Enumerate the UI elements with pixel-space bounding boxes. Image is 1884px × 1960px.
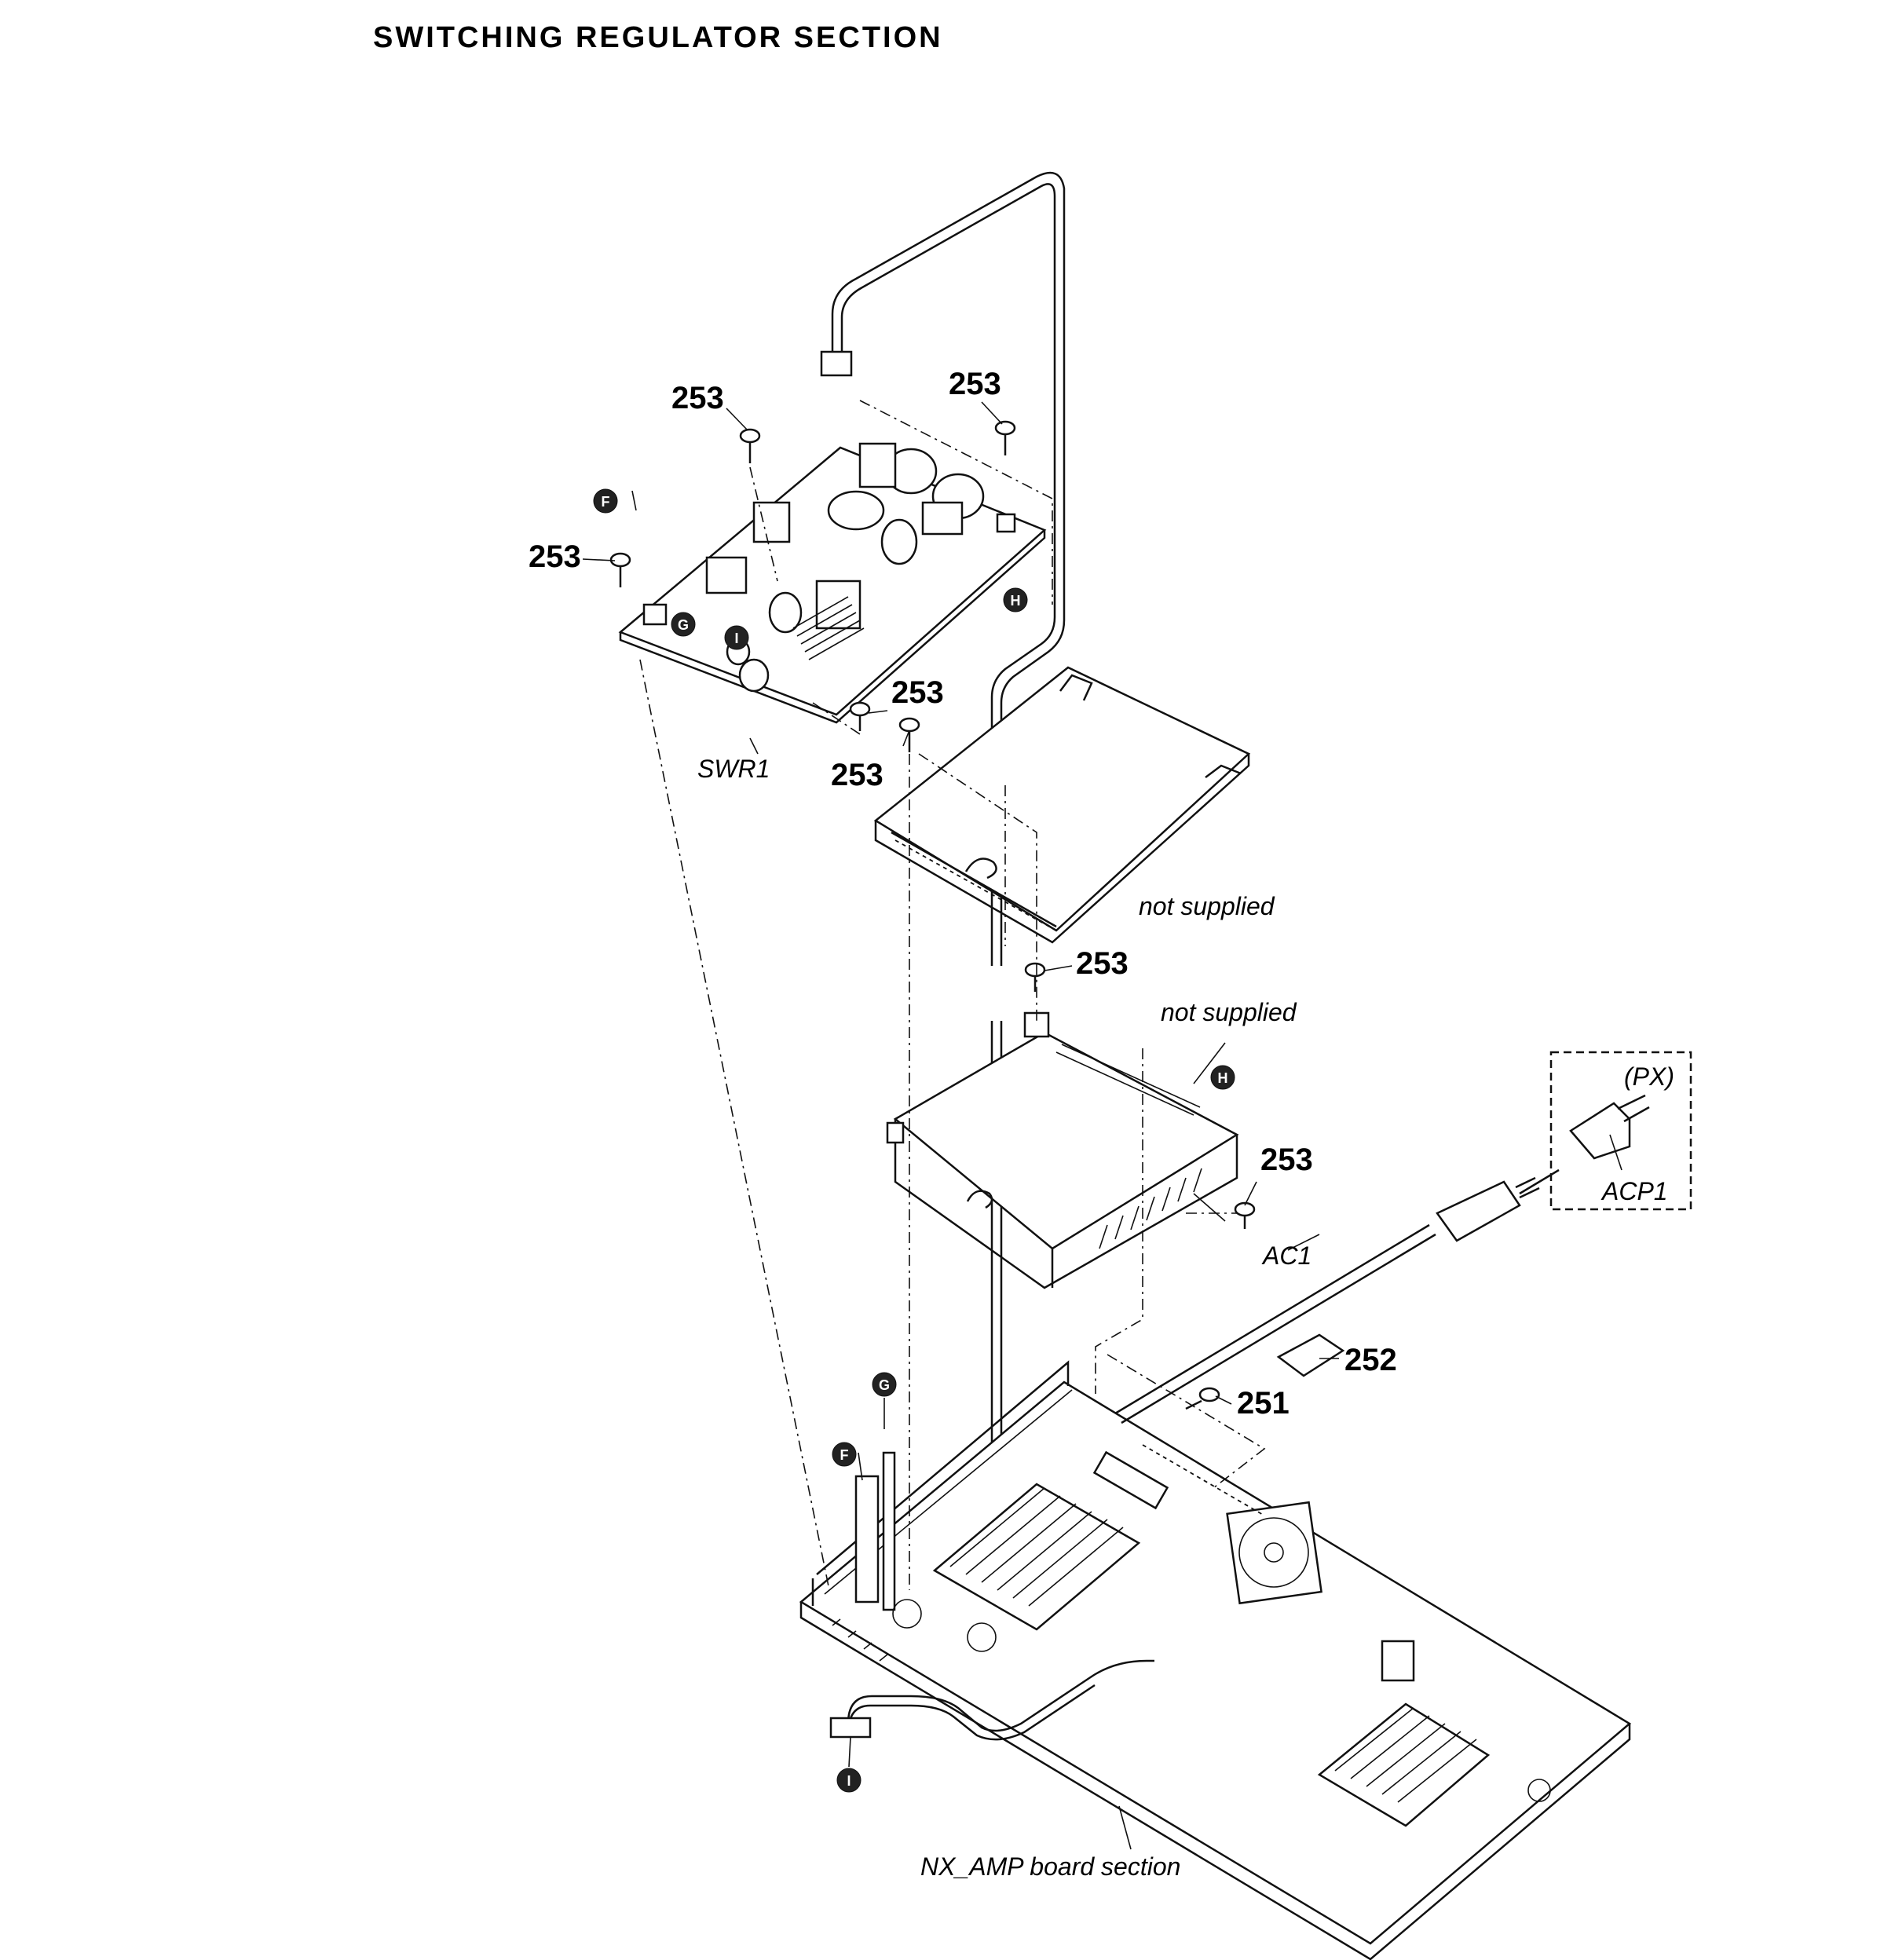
- alignment-lines: [639, 400, 1266, 1590]
- callout-253: 253: [891, 675, 944, 710]
- marker-i-top: I: [724, 625, 749, 650]
- callout-252: 252: [1344, 1343, 1397, 1377]
- connection-markers: F G I H H G F I: [593, 488, 1235, 1793]
- label-acp1: ACP1: [1600, 1177, 1668, 1205]
- section-title: SWITCHING REGULATOR SECTION: [373, 21, 943, 54]
- marker-f-top: F: [593, 488, 618, 514]
- screw: [1024, 962, 1046, 992]
- acp1-adaptor: [1549, 1051, 1692, 1211]
- marker-h-mid: H: [1210, 1065, 1235, 1090]
- label-nx-amp: NX_AMP board section: [920, 1852, 1180, 1881]
- callout-251: 251: [1237, 1386, 1290, 1421]
- leader-lines: [582, 401, 1622, 1850]
- svg-text:F: F: [602, 494, 610, 510]
- chassis: [799, 1360, 1632, 1960]
- cable-connector: [820, 350, 853, 377]
- marker-i-bottom: I: [836, 1768, 862, 1793]
- svg-text:H: H: [1218, 1070, 1228, 1086]
- upper-bracket: [873, 666, 1251, 944]
- screws: [609, 420, 1256, 1410]
- lower-bracket: [886, 1011, 1239, 1289]
- label-px: (PX): [1624, 1062, 1674, 1091]
- svg-text:I: I: [847, 1773, 851, 1789]
- marker-f-bottom: F: [832, 1442, 857, 1467]
- screw: [609, 552, 631, 587]
- svg-text:G: G: [879, 1377, 890, 1393]
- screw: [1234, 1201, 1256, 1229]
- callout-253: 253: [671, 381, 724, 415]
- ac-cord: [1114, 1168, 1560, 1424]
- marker-g-bottom: G: [872, 1372, 897, 1397]
- marker-g-top: G: [671, 612, 696, 637]
- callout-253: 253: [1076, 946, 1129, 981]
- part-labels: SWR1 not supplied not supplied (PX) ACP1…: [697, 755, 1674, 1881]
- screw: [994, 420, 1016, 455]
- svg-text:G: G: [678, 617, 689, 633]
- screw: [739, 428, 761, 463]
- label-not-supplied: not supplied: [1139, 892, 1275, 920]
- svg-text:I: I: [734, 631, 738, 646]
- callout-numbers: 253 253 253 253 253 253 253 252 251: [529, 367, 1397, 1421]
- marker-h-top: H: [1003, 587, 1028, 612]
- screw: [898, 717, 920, 752]
- callout-253: 253: [949, 367, 1001, 401]
- callout-253: 253: [529, 539, 581, 574]
- label-ac1: AC1: [1261, 1241, 1311, 1270]
- callout-253: 253: [831, 758, 883, 792]
- svg-text:H: H: [1011, 593, 1021, 609]
- label-not-supplied: not supplied: [1161, 998, 1297, 1026]
- label-swr1: SWR1: [697, 755, 770, 783]
- callout-253: 253: [1260, 1143, 1313, 1177]
- swr1-board: [618, 442, 1047, 724]
- screw: [849, 701, 871, 731]
- screw: [1185, 1387, 1220, 1410]
- svg-text:F: F: [840, 1447, 849, 1463]
